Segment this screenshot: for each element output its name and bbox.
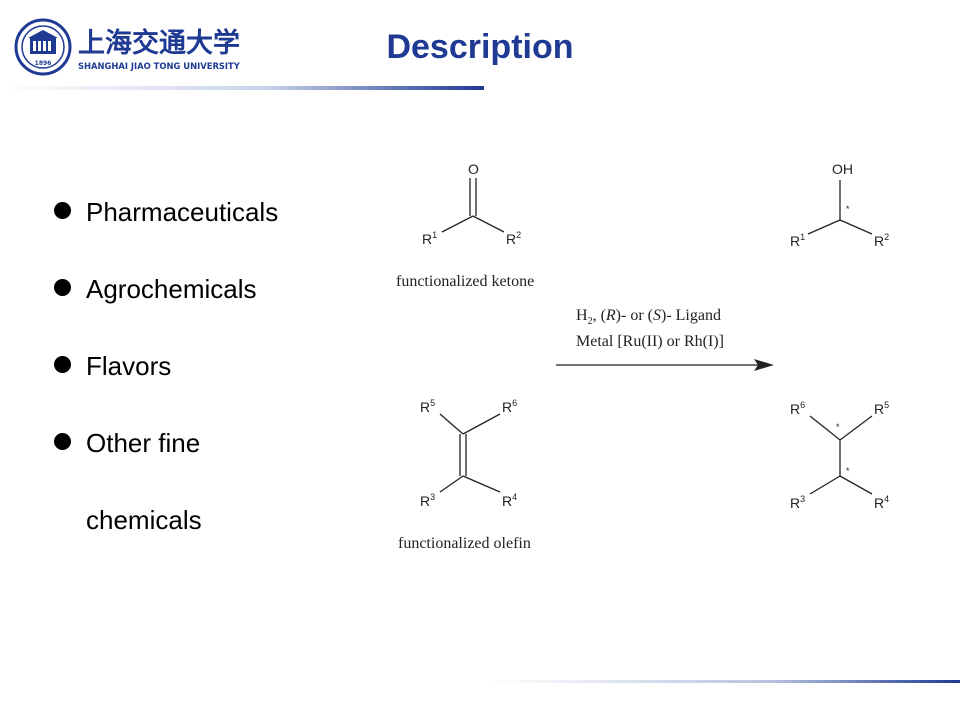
list-item: Flavors: [52, 344, 278, 421]
alcohol-bond-left: [807, 219, 841, 235]
ketone-r2: R2: [506, 230, 521, 247]
bullet-dot-icon: [54, 356, 71, 373]
university-name-cn: 上海交通大学: [78, 27, 240, 59]
conditions-line1: H2, (R)- or (S)- Ligand: [576, 307, 721, 327]
olefin-caption: functionalized olefin: [398, 535, 531, 552]
alkane-r4: R4: [874, 494, 889, 511]
footer-divider: [490, 680, 960, 683]
conditions-line2: Metal [Ru(II) or Rh(I)]: [576, 333, 724, 350]
ketone-bond-left: [441, 215, 474, 233]
alkane-bond-r6: [809, 415, 841, 441]
alcohol-r2: R2: [874, 232, 889, 249]
bullet-dot-icon: [54, 202, 71, 219]
alkane-stereo-star-upper: *: [836, 422, 840, 432]
ketone-oxygen: O: [468, 161, 479, 177]
alkane-bond-r3: [809, 475, 841, 495]
olefin-r3: R3: [420, 492, 435, 509]
alkane-r5: R5: [874, 400, 889, 417]
list-item: Other fine chemicals: [52, 421, 278, 535]
list-item: Agrochemicals: [52, 267, 278, 344]
header-divider: [0, 86, 484, 90]
ketone-r1: R1: [422, 230, 437, 247]
olefin-bond-r5: [439, 413, 464, 435]
alcohol-oh: OH: [832, 161, 853, 177]
olefin-r4: R4: [502, 492, 517, 509]
olefin-bond-r4: [462, 475, 501, 493]
list-item-label: Pharmaceuticals: [86, 197, 279, 227]
svg-text:1896: 1896: [35, 60, 52, 67]
olefin-bond-r3: [439, 475, 464, 493]
hydrogenation-scheme: O R1 R2 R5 R6 R3 R4 OH * R1 R2 R6 R5 * *…: [396, 161, 889, 552]
list-item-label: Other fine: [86, 428, 201, 458]
ketone-bond-right: [472, 215, 505, 233]
list-item-label-continued: chemicals: [86, 505, 202, 535]
alkane-stereo-star-lower: *: [846, 466, 850, 476]
alkane-r6: R6: [790, 400, 805, 417]
alcohol-stereo-star: *: [846, 204, 850, 214]
alcohol-r1: R1: [790, 232, 805, 249]
list-item-label: Flavors: [86, 351, 172, 381]
university-name-en: SHANGHAI JIAO TONG UNIVERSITY: [78, 61, 240, 71]
university-logo: 1896 上海交通大学 SHANGHAI JIAO TONG UNIVERSIT…: [14, 18, 240, 76]
reaction-arrow-head-icon: [754, 359, 774, 371]
alkane-r3: R3: [790, 494, 805, 511]
alkane-bond-r5: [839, 415, 873, 441]
olefin-bond-r6: [462, 413, 501, 435]
list-item-label: Agrochemicals: [86, 274, 257, 304]
university-seal-icon: 1896: [14, 18, 72, 76]
alcohol-bond-right: [839, 219, 873, 235]
olefin-r6: R6: [502, 398, 517, 415]
application-list: Pharmaceuticals Agrochemicals Flavors Ot…: [52, 190, 278, 535]
olefin-r5: R5: [420, 398, 435, 415]
alkane-bond-r4: [839, 475, 873, 495]
bullet-dot-icon: [54, 279, 71, 296]
ketone-caption: functionalized ketone: [396, 273, 534, 290]
slide-title: Description: [386, 28, 574, 66]
list-item: Pharmaceuticals: [52, 190, 278, 267]
bullet-dot-icon: [54, 433, 71, 450]
